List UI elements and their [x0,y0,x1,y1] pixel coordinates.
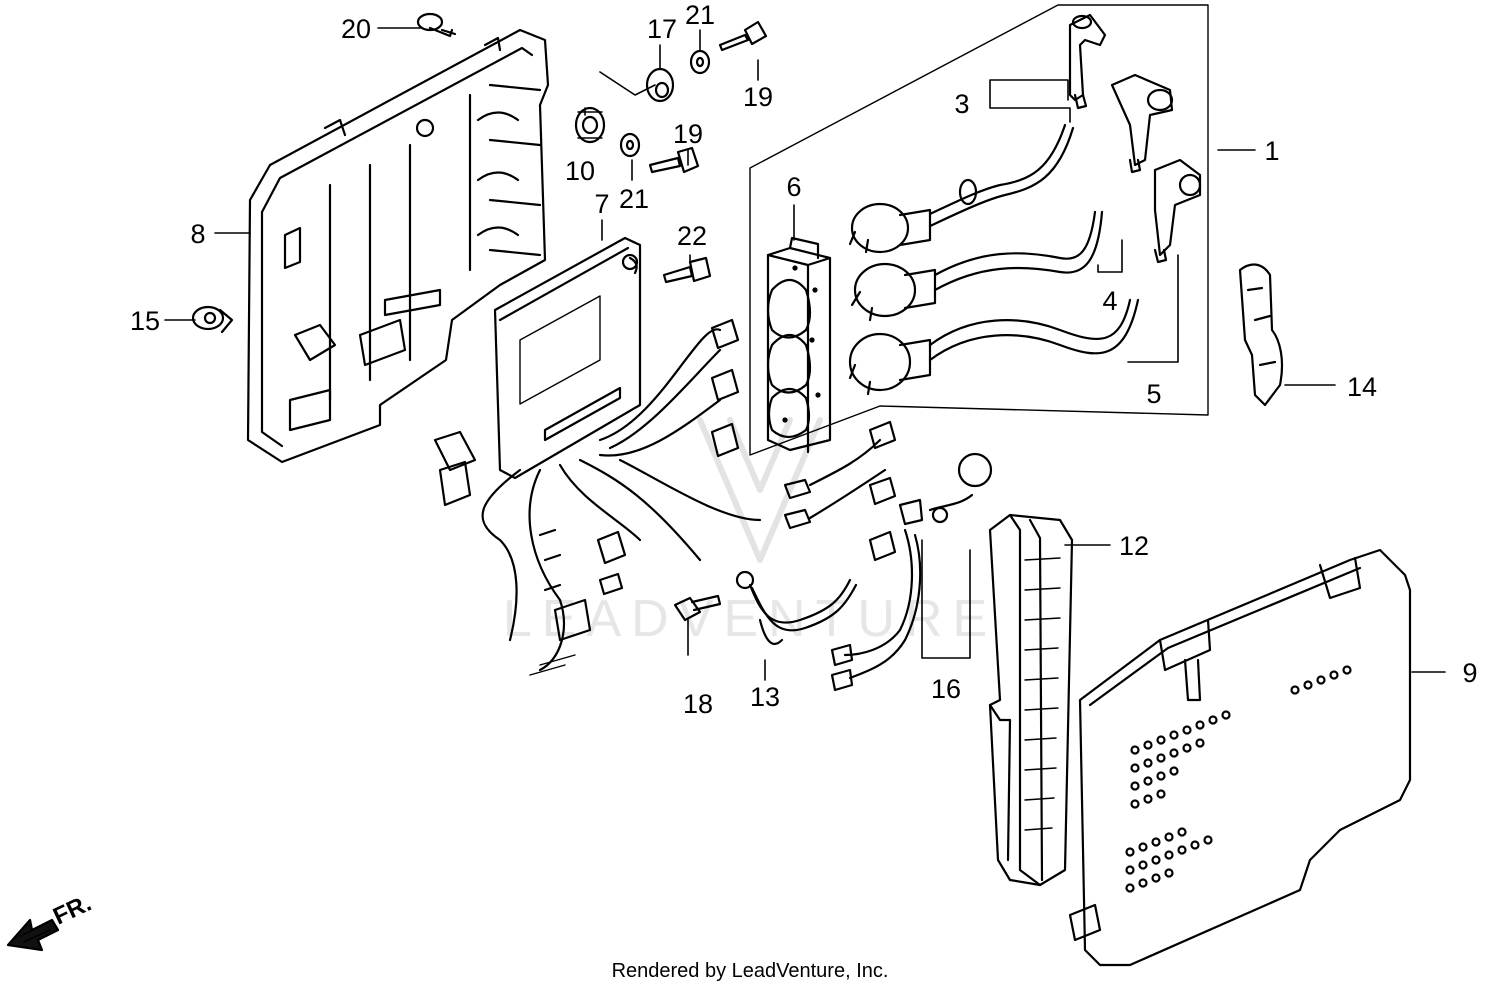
part-10-grommet[interactable] [574,106,606,144]
part-21-washer-mid[interactable] [619,132,641,158]
callout-12: 12 [1119,531,1149,561]
ignition-coil-2[interactable] [850,210,1104,322]
watermark-text: LEADVENTURE [503,590,997,648]
callout-8: 8 [190,219,205,249]
callout-17: 17 [647,14,677,44]
callout-5: 5 [1146,379,1161,409]
callout-20: 20 [341,14,371,44]
callout-21-top: 21 [685,0,715,30]
callout-21-mid: 21 [619,184,649,214]
part-13-ground-wire[interactable] [735,570,858,645]
callout-1: 1 [1264,136,1279,166]
callout-3: 3 [954,89,969,119]
part-5-plug-cap[interactable] [1153,158,1202,264]
part-18-bolt[interactable] [673,594,722,622]
callout-9: 9 [1462,658,1477,688]
part-1-assembly-outline [749,4,1209,456]
part-19-bolt-mid[interactable] [648,146,700,174]
callout-4: 4 [1102,286,1117,316]
ignition-coil-3[interactable] [848,298,1140,396]
callout-7: 7 [594,189,609,219]
callout-14: 14 [1347,372,1377,402]
part-17-grommet[interactable] [645,67,675,103]
part-15-clip[interactable] [191,305,234,334]
callout-10: 10 [565,156,595,186]
harness-connectors [433,318,740,676]
callout-22: 22 [677,221,707,251]
part-21-washer-top[interactable] [689,49,711,75]
callout-15: 15 [130,306,160,336]
part-8-mounting-panel[interactable] [246,28,550,464]
part-16-lead-wires[interactable] [783,420,993,692]
footer-credit: Rendered by LeadVenture, Inc. [611,960,889,982]
callout-16: 16 [931,674,961,704]
callout-19-mid: 19 [673,119,703,149]
ignition-coil-1[interactable] [848,123,1075,254]
callout-18: 18 [683,689,713,719]
part-7-control-module[interactable] [481,236,762,672]
callout-6: 6 [786,172,801,202]
part-20-screw[interactable] [416,12,457,38]
callout-13: 13 [750,682,780,712]
part-22-bolt[interactable] [662,256,712,284]
part-19-bolt-top[interactable] [718,20,768,52]
leader-lines [164,27,1446,681]
part-6-coil-holder[interactable] [766,236,832,454]
cover-vent-holes [1125,665,1352,893]
fr-label: FR. [49,890,95,931]
front-direction-arrow: FR. [6,890,96,952]
callout-labels: 1 3 4 5 6 7 8 9 10 12 13 14 15 16 17 18 … [130,0,1478,719]
part-14-wire-clip[interactable] [1238,263,1284,407]
part-4-plug-cap[interactable] [1110,73,1174,174]
part-12-wire-guide[interactable] [988,513,1074,887]
part-9-cover[interactable] [1068,548,1412,967]
callout-19-top: 19 [743,82,773,112]
part-3-plug-cap[interactable] [1068,13,1107,110]
